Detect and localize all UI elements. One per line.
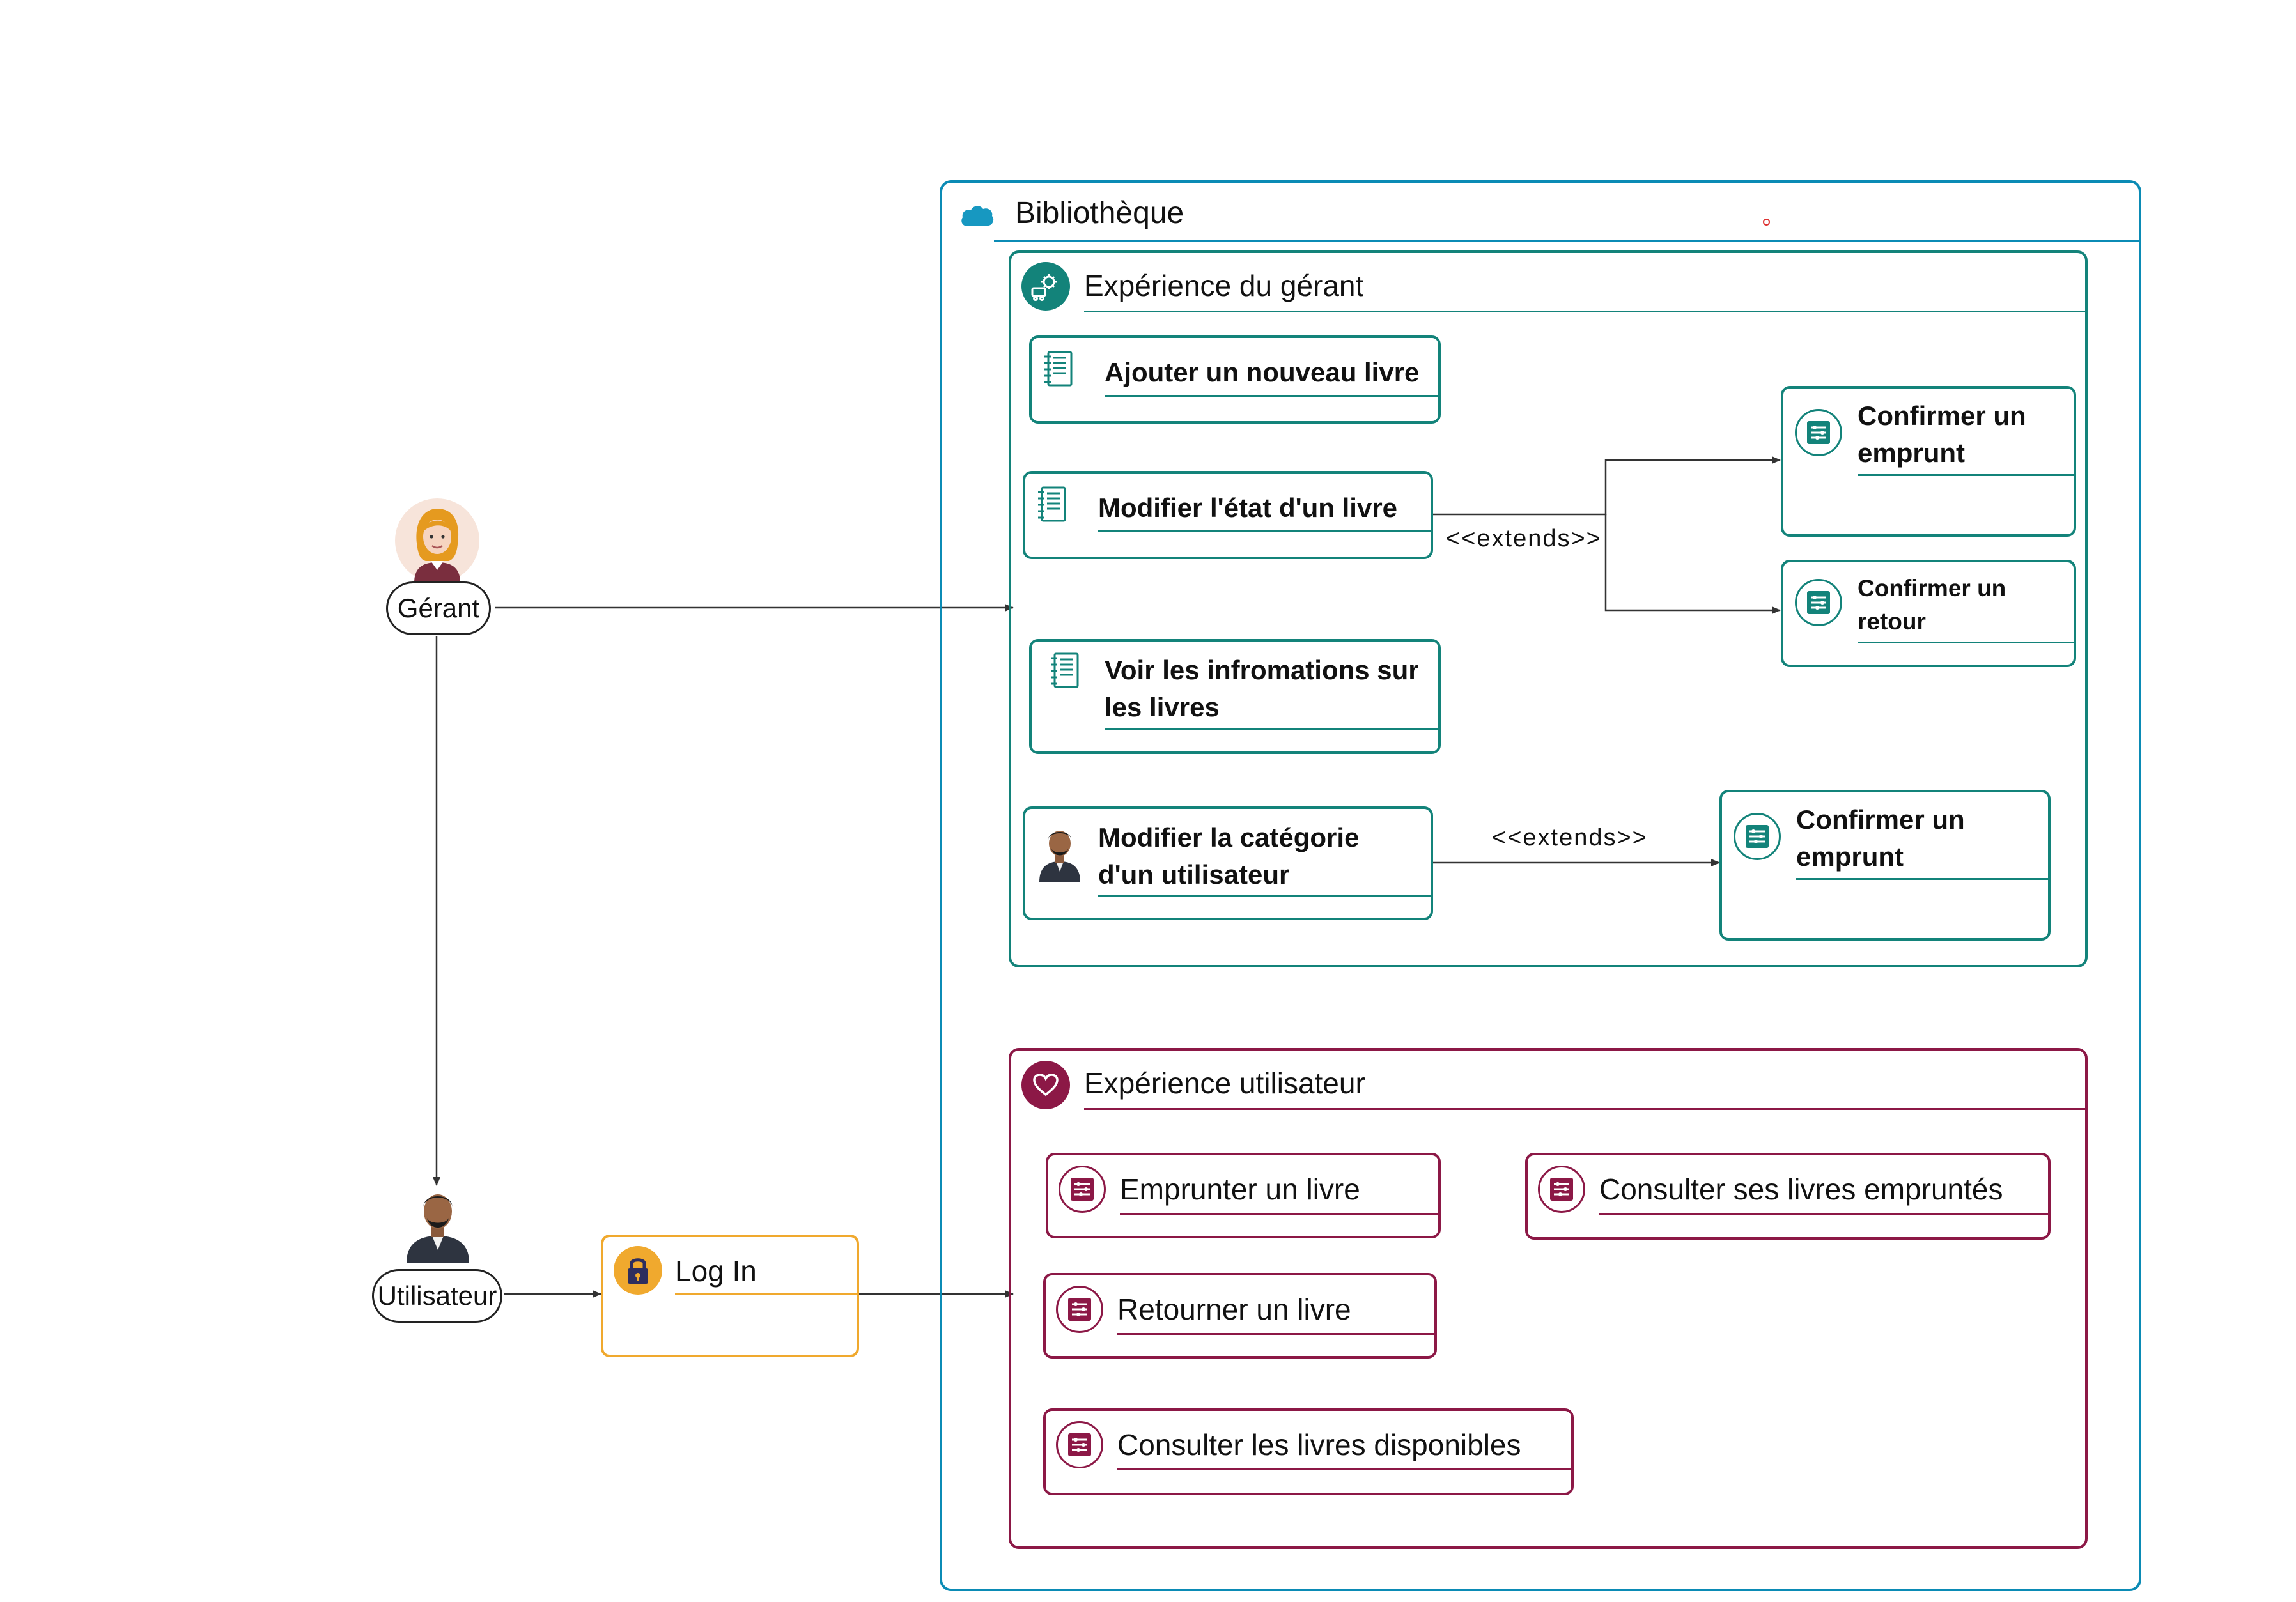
usecase-add-book[interactable] xyxy=(1029,335,1441,424)
confirm-loan-b-line2: emprunt xyxy=(1796,842,1904,872)
usecase-borrow-book[interactable] xyxy=(1046,1153,1441,1238)
edit-category-label-line1: Modifier la catégorie xyxy=(1098,822,1360,852)
user-group-title: Expérience utilisateur xyxy=(1084,1067,1365,1100)
system-boundary xyxy=(940,180,2141,1591)
available-books-underline xyxy=(1117,1468,1574,1470)
return-book-label: Retourner un livre xyxy=(1117,1293,1351,1326)
confirm-loan-a-line2: emprunt xyxy=(1858,438,1965,468)
edit-category-underline xyxy=(1098,895,1433,897)
lock-icon xyxy=(614,1246,662,1295)
edit-state-label: Modifier l'état d'un livre xyxy=(1098,493,1398,523)
usecase-edit-user-category[interactable] xyxy=(1023,806,1433,920)
system-title: Bibliothèque xyxy=(1015,196,1184,230)
confirm-return-underline xyxy=(1858,642,2076,643)
usecase-available-books[interactable] xyxy=(1043,1408,1574,1495)
add-book-label: Ajouter un nouveau livre xyxy=(1105,357,1420,387)
heart-icon xyxy=(1021,1061,1070,1109)
user-group-underline xyxy=(1084,1108,2088,1110)
usecase-view-book-info[interactable] xyxy=(1029,639,1441,754)
login-label: Log In xyxy=(675,1254,757,1288)
settings-panel-icon xyxy=(1795,409,1842,456)
confirm-return-line2: retour xyxy=(1858,608,1926,635)
confirm-loan-a-line1: Confirmer un xyxy=(1858,401,2026,431)
my-loans-label: Consulter ses livres empruntés xyxy=(1599,1173,2003,1206)
notebook-icon xyxy=(1051,652,1079,688)
edit-state-underline xyxy=(1098,530,1433,532)
manager-group-title: Expérience du gérant xyxy=(1084,269,1364,302)
notebook-icon xyxy=(1038,486,1066,522)
settings-panel-icon xyxy=(1795,579,1842,626)
edit-category-label-line2: d'un utilisateur xyxy=(1098,859,1290,890)
manager-avatar xyxy=(395,498,479,583)
extends-label-1: <<extends>> xyxy=(1446,525,1602,552)
notebook-icon xyxy=(1044,351,1073,387)
settings-panel-icon xyxy=(1059,1166,1106,1213)
add-book-underline xyxy=(1105,395,1441,397)
settings-panel-icon xyxy=(1538,1166,1585,1213)
view-info-label-line2: les livres xyxy=(1105,692,1220,722)
my-loans-underline xyxy=(1599,1213,2051,1215)
user-avatar xyxy=(407,1194,469,1263)
return-book-underline xyxy=(1117,1333,1437,1335)
person-icon xyxy=(1039,831,1080,882)
login-underline xyxy=(675,1293,859,1295)
user-experience-group xyxy=(1009,1048,2088,1549)
usecase-edit-book-state[interactable] xyxy=(1023,471,1433,559)
view-info-underline xyxy=(1105,728,1441,730)
stray-marker xyxy=(1763,219,1770,226)
settings-panel-icon xyxy=(1734,813,1781,860)
settings-panel-icon xyxy=(1056,1421,1103,1468)
system-title-underline xyxy=(994,240,2141,242)
settings-panel-icon xyxy=(1056,1286,1103,1333)
usecase-confirm-loan-b[interactable] xyxy=(1719,790,2051,941)
borrow-book-label: Emprunter un livre xyxy=(1120,1173,1360,1206)
extends-label-2: <<extends>> xyxy=(1492,824,1648,851)
borrow-book-underline xyxy=(1120,1213,1441,1215)
user-actor[interactable]: Utilisateur xyxy=(372,1269,502,1323)
available-books-label: Consulter les livres disponibles xyxy=(1117,1428,1521,1461)
manager-group-underline xyxy=(1084,311,2088,312)
confirm-loan-b-underline xyxy=(1796,878,2051,880)
view-info-label-line1: Voir les infromations sur xyxy=(1105,655,1419,685)
gear-cart-icon xyxy=(1021,262,1070,311)
usecase-my-loans[interactable] xyxy=(1525,1153,2051,1240)
usecase-confirm-loan-a[interactable] xyxy=(1781,386,2076,537)
confirm-loan-a-underline xyxy=(1858,474,2076,476)
confirm-return-line1: Confirmer un xyxy=(1858,575,2006,601)
manager-actor[interactable]: Gérant xyxy=(386,581,491,635)
confirm-loan-b-line1: Confirmer un xyxy=(1796,805,1965,835)
salesforce-cloud-icon xyxy=(961,206,994,226)
manager-experience-group xyxy=(1009,250,2088,967)
usecase-return-book[interactable] xyxy=(1043,1273,1437,1359)
